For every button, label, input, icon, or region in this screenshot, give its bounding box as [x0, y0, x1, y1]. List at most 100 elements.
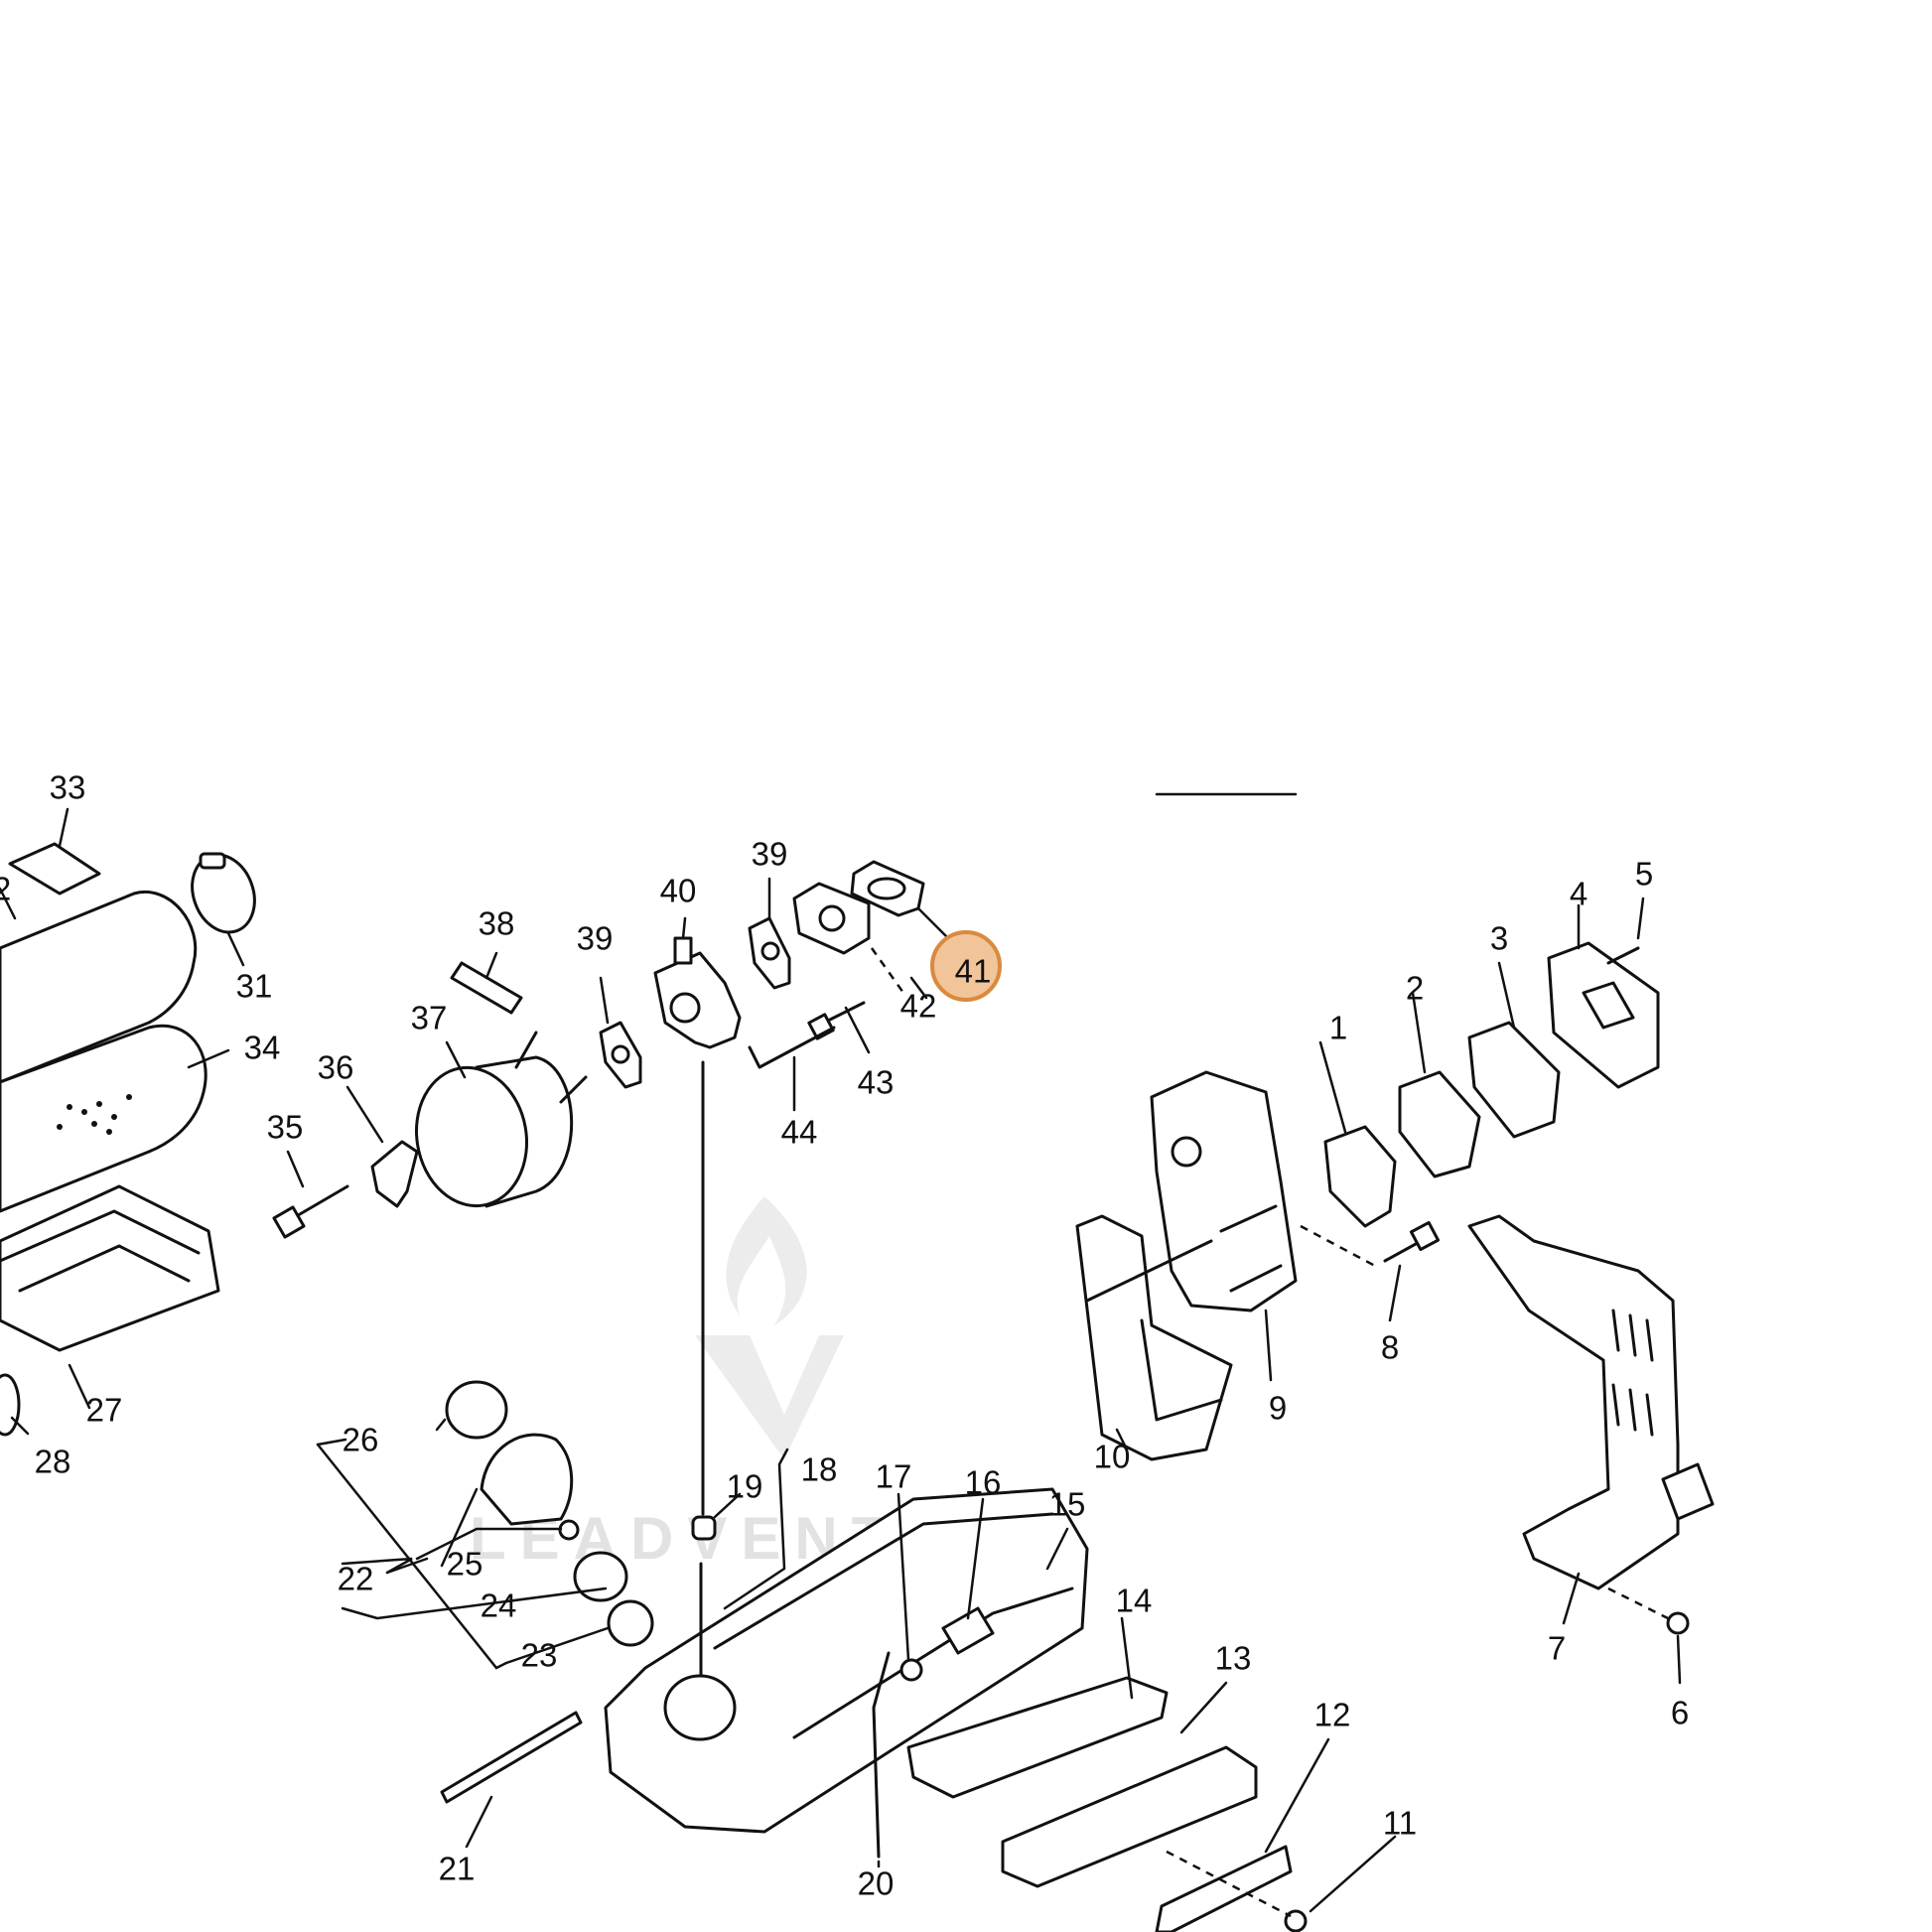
part-6-screw — [1666, 1611, 1690, 1635]
part-3-gasket — [1467, 1021, 1561, 1139]
part-4-cover-slot — [1582, 981, 1635, 1030]
part-7-cover-tab — [1661, 1462, 1715, 1521]
callout-37: 37 — [411, 1000, 448, 1036]
callout-24: 24 — [481, 1587, 517, 1624]
part-44-hose — [748, 1026, 836, 1069]
callout-22: 22 — [338, 1561, 374, 1597]
callouts: 1 2 3 4 5 6 7 8 9 10 11 12 13 14 15 16 1… — [0, 769, 1689, 1902]
part-16-filter — [941, 1606, 995, 1655]
callout-3: 3 — [1490, 920, 1508, 957]
part-19-grommet — [691, 1515, 717, 1541]
part-39-gasket-right — [748, 916, 791, 990]
callout-18: 18 — [801, 1451, 838, 1488]
part-17-clip — [899, 1658, 923, 1682]
part-40-bore — [669, 992, 701, 1024]
part-tank-filler — [663, 1674, 737, 1741]
carburetor-group — [599, 860, 925, 1089]
part-4-cover — [1547, 941, 1660, 1089]
part-20-hose — [872, 1651, 891, 1859]
watermark-v-logo — [695, 1335, 844, 1459]
callout-26: 26 — [343, 1422, 379, 1458]
callout-28: 28 — [35, 1444, 71, 1480]
part-34-element — [0, 1024, 207, 1213]
callout-25: 25 — [447, 1546, 483, 1583]
part-15-tank-floor — [792, 1587, 1074, 1739]
part-32-cover — [0, 891, 198, 1084]
part-39-gasket-left — [599, 1021, 642, 1089]
highlight-circle[interactable] — [930, 930, 1002, 1002]
callout-20: 20 — [858, 1865, 895, 1902]
part-8-bolt-head — [1409, 1220, 1441, 1252]
part-7-cover-vents — [1611, 1309, 1654, 1437]
part-41-gasket-hole — [867, 877, 906, 900]
part-insulator-hole — [818, 904, 846, 932]
part-37-pipe — [514, 1031, 588, 1104]
callout-39-left: 39 — [577, 920, 614, 957]
part-13-rail — [1001, 1745, 1258, 1888]
part-27-case — [0, 1184, 220, 1352]
part-24-strainer — [573, 1551, 628, 1602]
callout-23: 23 — [521, 1637, 558, 1674]
part-40-screw — [673, 936, 693, 965]
callout-9: 9 — [1269, 1390, 1287, 1427]
callout-42: 42 — [900, 988, 937, 1025]
part-33-plate — [8, 842, 101, 896]
callout-31: 31 — [236, 968, 273, 1005]
part-14-rail — [906, 1676, 1169, 1799]
callout-39-right: 39 — [752, 836, 788, 873]
part-39-gasket-left-hole — [611, 1044, 630, 1064]
part-insulator — [792, 882, 871, 955]
part-15-tank — [604, 1487, 1089, 1834]
part-9-muffler — [1150, 1070, 1298, 1312]
part-37-muffler — [414, 1065, 529, 1208]
part-37-muffler-body — [475, 1055, 574, 1208]
part-26-seal — [445, 1380, 508, 1440]
part-10-stud — [1085, 1239, 1213, 1303]
callout-12: 12 — [1314, 1697, 1351, 1733]
part-25-pin — [558, 1519, 580, 1541]
part-31-tab — [199, 852, 226, 870]
callout-16: 16 — [965, 1464, 1002, 1501]
callout-6: 6 — [1671, 1695, 1689, 1731]
part-21-strip — [440, 1711, 583, 1804]
part-1-gasket — [1323, 1125, 1397, 1228]
fuel-tank-group — [440, 1380, 1308, 1932]
part-6-link — [1607, 1587, 1669, 1620]
callout-11: 11 — [1383, 1805, 1417, 1842]
part-43-bolt — [822, 1001, 866, 1025]
part-42-link — [870, 947, 905, 994]
callout-1: 1 — [1329, 1010, 1347, 1046]
part-34-perforation — [57, 1094, 132, 1135]
callout-4: 4 — [1570, 876, 1587, 912]
part-35-bolt-head — [272, 1205, 306, 1239]
callout-41: 41 — [955, 953, 992, 990]
part-23-gasket — [607, 1599, 654, 1647]
callout-43: 43 — [858, 1064, 895, 1101]
part-5-screw — [1606, 946, 1640, 965]
leader-lines — [0, 792, 1682, 1913]
callout-14: 14 — [1116, 1583, 1153, 1619]
highlight-callout-41[interactable]: 41 — [930, 930, 1002, 1002]
part-28-ring — [0, 1373, 21, 1437]
air-cleaner-group — [0, 842, 588, 1437]
callout-35: 35 — [267, 1109, 304, 1146]
part-9-muffler-body — [1219, 1204, 1283, 1293]
callout-27: 27 — [86, 1392, 123, 1429]
part-7-cover — [1467, 1214, 1680, 1590]
part-38-gasket — [450, 961, 523, 1015]
part-11-bolt — [1284, 1909, 1308, 1932]
part-10-shield — [1075, 1214, 1233, 1461]
part-39-gasket-right-hole — [760, 941, 780, 961]
callout-21: 21 — [439, 1851, 476, 1887]
callout-5: 5 — [1635, 856, 1653, 893]
callout-19: 19 — [727, 1468, 763, 1505]
callout-13: 13 — [1215, 1640, 1252, 1677]
callout-8: 8 — [1381, 1329, 1399, 1366]
callout-36: 36 — [318, 1049, 354, 1086]
part-27-case-rim — [0, 1209, 201, 1263]
callout-partial-2: 2 — [0, 871, 11, 907]
part-15-tank-ridge — [713, 1512, 1054, 1650]
part-12-pad — [1155, 1845, 1293, 1932]
part-9-muffler-port — [1171, 1136, 1202, 1168]
